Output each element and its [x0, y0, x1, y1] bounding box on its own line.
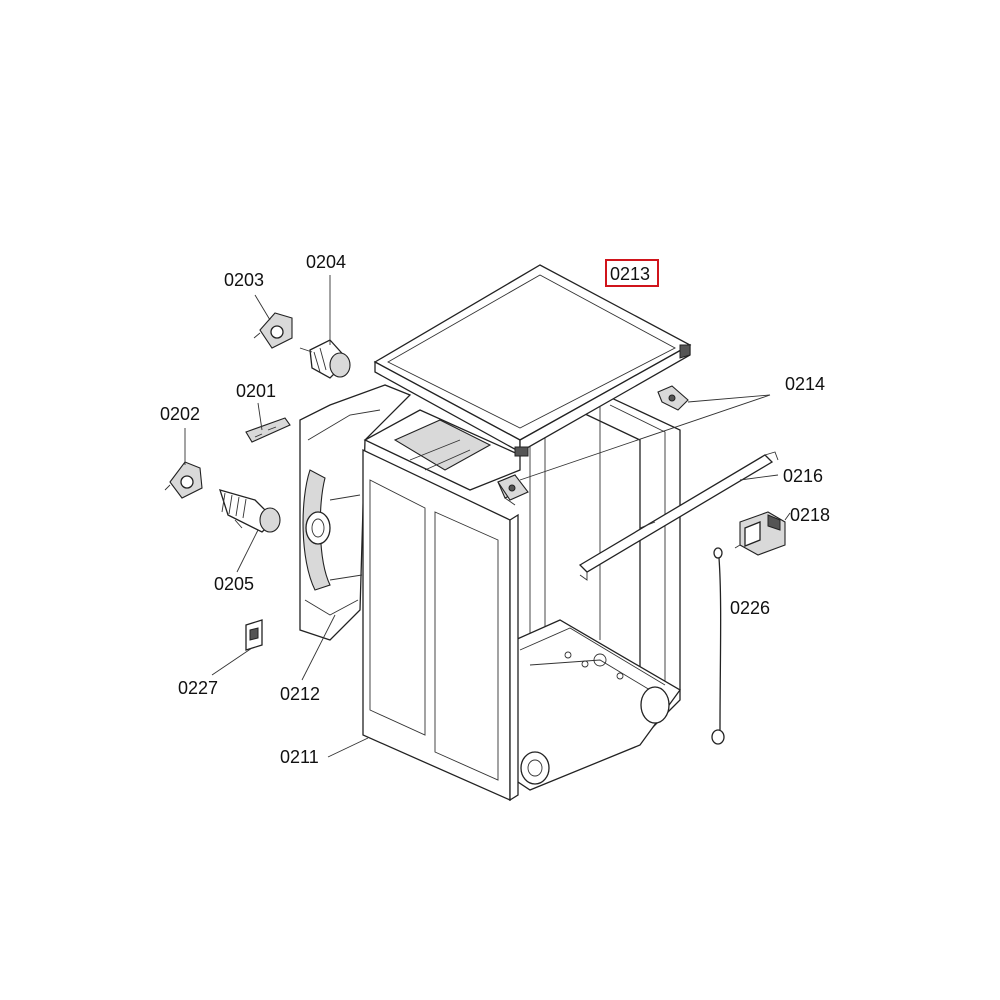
spring-0205 [219, 489, 281, 533]
cable-0226 [711, 547, 725, 745]
leader-0205 [236, 529, 259, 573]
label-0202: 0202 [160, 404, 200, 424]
leader-0201 [257, 402, 263, 431]
leader-0218 [784, 512, 791, 521]
label-0216: 0216 [783, 466, 823, 486]
leader-0203 [254, 294, 271, 321]
leader-lines [184, 275, 791, 758]
label-0218: 0218 [790, 505, 830, 525]
highlight-box-0213 [605, 259, 659, 287]
label-0205: 0205 [214, 574, 254, 594]
label-0226: 0226 [730, 598, 770, 618]
rail-0216 [578, 451, 779, 581]
label-0211: 0211 [280, 747, 319, 767]
top-cover-0213 [373, 264, 692, 457]
leader-0216 [739, 474, 779, 481]
label-0212: 0212 [280, 684, 320, 704]
label-0213: 0213 [610, 264, 650, 284]
lock-0218 [734, 511, 786, 556]
handle-0201 [245, 417, 291, 443]
leader-0214-b [519, 394, 771, 481]
part-labels: 0203 0204 0201 0202 0205 0227 0212 0211 … [160, 252, 830, 767]
spring-0204 [299, 339, 351, 379]
leader-0212 [301, 614, 336, 681]
cabinet-body-0211 [362, 394, 681, 802]
label-0201: 0201 [236, 381, 276, 401]
leader-0227 [211, 647, 253, 676]
label-0203: 0203 [224, 270, 264, 290]
label-0227: 0227 [178, 678, 218, 698]
back-panel-0212 [299, 384, 412, 641]
label-0214: 0214 [785, 374, 825, 394]
label-0204: 0204 [306, 252, 346, 272]
knob-0202 [164, 461, 203, 499]
knob-0203 [253, 312, 293, 349]
clip-0214 [497, 385, 689, 501]
leader-0214-a [687, 394, 771, 403]
leader-0211 [327, 737, 369, 758]
bracket-0227 [245, 619, 263, 651]
